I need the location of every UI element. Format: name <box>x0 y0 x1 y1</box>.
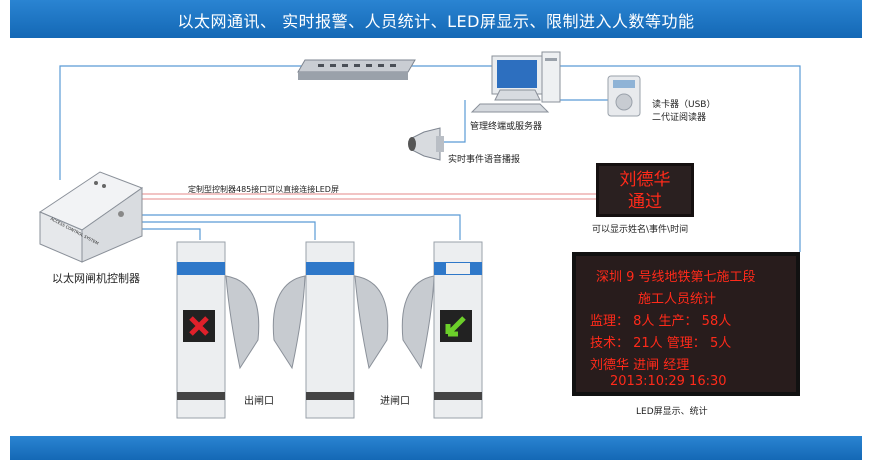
card-reader-icon <box>607 75 641 117</box>
led-big-line2: 施工人员统计 <box>638 292 717 307</box>
network-switch-icon <box>297 59 416 80</box>
footer-bar <box>10 436 862 460</box>
entry-gate-label: 进闸口 <box>380 396 410 407</box>
rs485-lines <box>140 193 596 200</box>
connection-lines <box>59 65 801 252</box>
title-banner: 以太网通讯、 实时报警、人员统计、LED屏显示、限制进入人数等功能 <box>10 0 862 38</box>
led-big-line1: 深圳 9 号线地铁第七施工段 <box>596 270 756 285</box>
gate-wing-3 <box>354 275 389 370</box>
exit-gate-label: 出闸口 <box>244 396 274 407</box>
led-big-line3: 监理： 8人 生产： 58人 <box>590 314 732 329</box>
management-terminal-label: 管理终端或服务器 <box>470 122 543 132</box>
gate-wing-4 <box>401 275 435 370</box>
led-big-caption: LED屏显示、统计 <box>636 407 708 417</box>
gate-wing-1 <box>225 275 260 370</box>
led-big-display: 深圳 9 号线地铁第七施工段 施工人员统计 监理： 8人 生产： 58人 技术：… <box>572 252 800 396</box>
led-small-display: 刘德华 通过 <box>596 163 694 217</box>
speaker-icon <box>408 127 444 161</box>
banner-title: 以太网通讯、 实时报警、人员统计、LED屏显示、限制进入人数等功能 <box>177 12 695 31</box>
card-reader-label-2: 二代证阅读器 <box>652 113 707 123</box>
gate-pillar-exit <box>176 241 226 419</box>
line-speaker-pc <box>440 100 466 143</box>
computer-icon <box>470 51 561 113</box>
voice-broadcast-label: 实时事件语音播报 <box>448 155 521 165</box>
card-reader-label-1: 读卡器（USB） <box>652 100 716 110</box>
led-big-line4: 技术： 21人 管理： 5人 <box>590 336 732 351</box>
line-controller-switch <box>59 65 310 180</box>
gate-pillar-entry <box>433 241 483 419</box>
led-small-line2: 通过 <box>628 192 662 212</box>
turnstile-gates <box>176 241 483 419</box>
controller-box-icon <box>38 171 144 263</box>
led-small-caption: 可以显示姓名\事件\时间 <box>592 225 689 235</box>
led-small-line1: 刘德华 <box>619 170 671 190</box>
gate-wing-2 <box>272 275 306 370</box>
controller-label: 以太网闸机控制器 <box>52 272 140 285</box>
led-big-line6: 2013:10:29 16:30 <box>610 374 727 389</box>
rs485-note-label: 定制型控制器485接口可以直接连接LED屏 <box>188 185 339 194</box>
line-controller-gate-mid <box>130 221 316 240</box>
line-controller-gate-left <box>125 228 201 240</box>
line-controller-gate-right <box>135 214 461 240</box>
gate-pillar-middle <box>305 241 355 419</box>
led-big-line5: 刘德华 进闸 经理 <box>590 358 690 373</box>
